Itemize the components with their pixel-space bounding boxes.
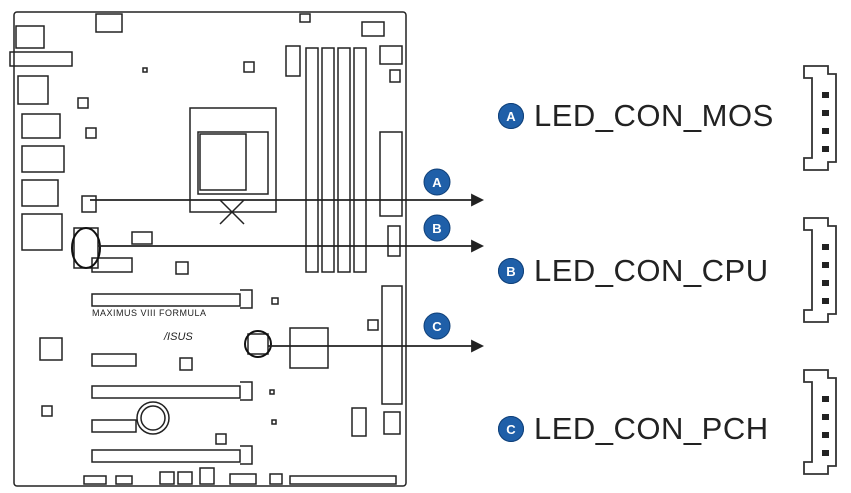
badge-icon: B [498,258,524,284]
pcie-slot [91,449,241,463]
connector-name: LED_CON_PCH [534,411,769,446]
connector-drawing-cpu [803,217,837,323]
badge-icon: A [498,103,524,129]
badge-icon: C [498,416,524,442]
label-led-con-pch: C LED_CON_PCH [498,411,769,447]
dimm-slot [321,47,335,273]
svg-text:C: C [432,319,442,334]
board-outline [13,11,407,487]
connector-drawing-mos [803,65,837,171]
io-port [21,213,63,251]
power-connector [379,131,403,217]
dimm-slot [305,47,319,273]
cmos-battery [136,401,170,435]
connector-drawing-pch [803,369,837,475]
board-brand-text: /ISUS [163,331,193,343]
pcie-slot [91,353,137,367]
board-model-text: MAXIMUS VIII FORMULA [92,308,207,318]
badge-c: C [423,312,451,340]
io-port [9,51,73,67]
label-led-con-mos: A LED_CON_MOS [498,98,774,134]
io-port [15,25,45,49]
svg-text:A: A [432,175,442,190]
io-port [21,113,61,139]
badge-b: B [423,214,451,242]
badge-a: A [423,168,451,196]
svg-text:B: B [432,221,441,236]
dimm-slot [353,47,367,273]
cpu-socket [189,107,277,213]
pcie-slot [91,419,137,433]
pcie-slot [91,293,241,307]
label-led-con-cpu: B LED_CON_CPU [498,253,769,289]
io-port [17,75,49,105]
connector-name: LED_CON_MOS [534,98,774,133]
pcie-slot [91,385,241,399]
io-port [21,179,59,207]
connector-name: LED_CON_CPU [534,253,769,288]
io-port [21,145,65,173]
dimm-slot [337,47,351,273]
